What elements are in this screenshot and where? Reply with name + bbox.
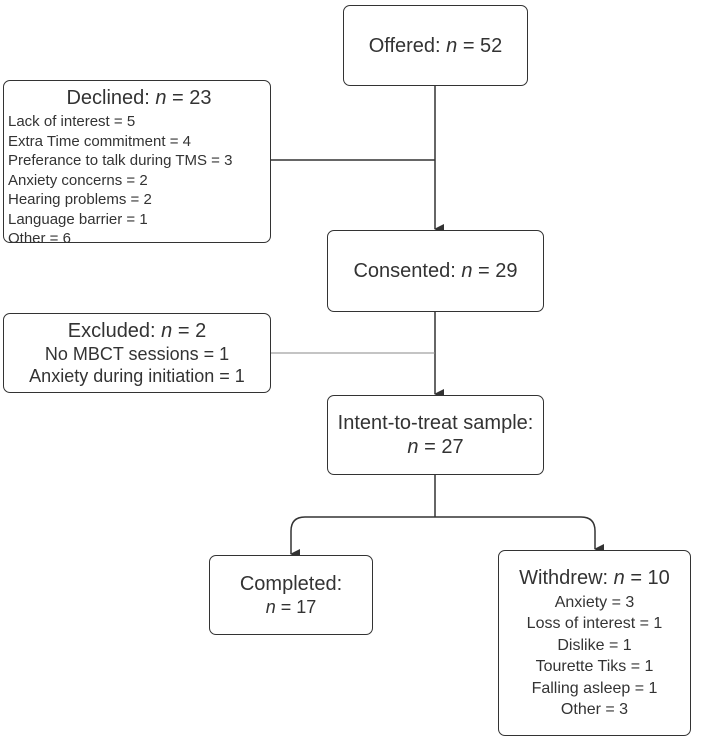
withdrew-box: Withdrew: n = 10 Anxiety = 3 Loss of int…: [498, 550, 691, 736]
declined-title: Declined: n = 23: [66, 86, 211, 110]
withdrew-value: = 10: [624, 566, 670, 589]
offered-title: Offered: n = 52: [369, 34, 503, 58]
declined-reason: Other = 6: [8, 230, 71, 247]
excluded-label: Excluded:: [67, 320, 162, 342]
offered-value: = 52: [457, 34, 503, 57]
consented-title: Consented: n = 29: [353, 259, 517, 283]
withdrew-title: Withdrew: n = 10: [519, 566, 670, 590]
consented-n-symbol: n: [461, 260, 473, 282]
completed-count: n = 17: [266, 596, 317, 618]
consented-box: Consented: n = 29: [327, 230, 544, 312]
itt-value: = 27: [418, 436, 464, 458]
excluded-value: = 2: [172, 320, 207, 342]
declined-reason: Extra Time commitment = 4: [8, 132, 191, 150]
arrow-itt-to-withdrew: [435, 516, 604, 554]
declined-value: = 23: [166, 87, 212, 109]
arrow-itt-to-completed: [290, 516, 435, 559]
itt-n-symbol: n: [407, 436, 419, 458]
declined-reason: Language barrier = 1: [8, 210, 148, 228]
withdrew-reason: Tourette Tiks = 1: [535, 658, 654, 675]
itt-title: Intent-to-treat sample:: [337, 412, 534, 434]
completed-title: Completed:: [239, 573, 343, 595]
withdrew-label: Withdrew:: [519, 566, 614, 589]
offered-box: Offered: n = 52: [343, 5, 528, 86]
withdrew-reason: Dislike = 1: [557, 636, 632, 654]
consented-label: Consented:: [353, 260, 462, 282]
declined-n-symbol: n: [155, 87, 167, 109]
consented-value: = 29: [472, 260, 518, 282]
excluded-n-symbol: n: [161, 320, 173, 342]
declined-reason: Lack of interest = 5: [8, 113, 136, 130]
excluded-reason: No MBCT sessions = 1: [44, 344, 230, 364]
excluded-reason: Anxiety during initiation = 1: [29, 366, 245, 386]
intent-to-treat-box: Intent-to-treat sample: n = 27: [327, 395, 544, 475]
excluded-box: Excluded: n = 2 No MBCT sessions = 1 Anx…: [3, 313, 271, 393]
completed-n-symbol: n: [265, 597, 276, 617]
completed-value: = 17: [275, 597, 317, 617]
declined-box: Declined: n = 23 Lack of interest = 5 Ex…: [3, 80, 271, 247]
declined-reason: Preferance to talk during TMS = 3: [8, 152, 233, 169]
withdrew-reason: Anxiety = 3: [554, 593, 635, 611]
withdrew-reason: Other = 3: [560, 701, 629, 718]
completed-box: Completed: n = 17: [209, 555, 373, 635]
withdrew-reason: Loss of interest = 1: [526, 615, 663, 632]
declined-reason: Anxiety concerns = 2: [8, 171, 148, 189]
declined-reason: Hearing problems = 2: [8, 191, 152, 208]
withdrew-n-symbol: n: [613, 566, 625, 589]
withdrew-reason: Falling asleep = 1: [531, 679, 658, 697]
declined-label: Declined:: [66, 87, 156, 109]
offered-label: Offered:: [368, 34, 447, 57]
offered-n-symbol: n: [446, 34, 458, 57]
excluded-title: Excluded: n = 2: [68, 319, 206, 343]
itt-count: n = 27: [407, 435, 463, 459]
